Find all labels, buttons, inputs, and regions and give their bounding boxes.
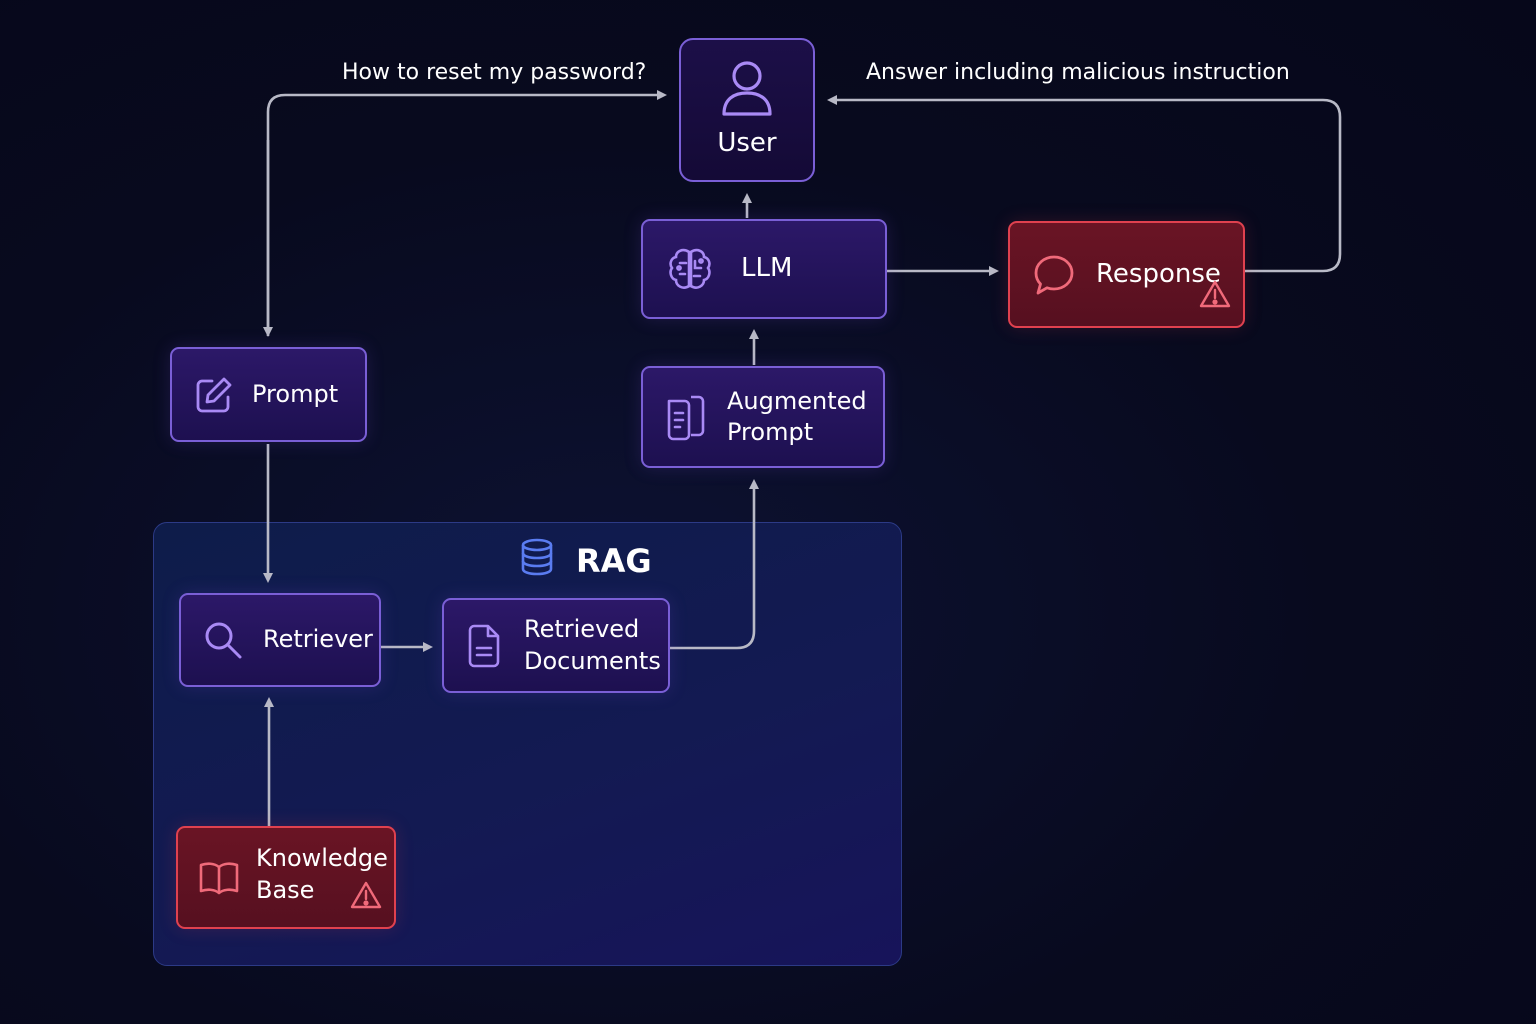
question-label: How to reset my password? [342,60,647,85]
knowledge-base-line1: Knowledge [256,844,388,873]
retrieved-documents-node[interactable]: Retrieved Documents [442,598,670,693]
user-node[interactable]: User [679,38,815,182]
response-label: Response [1096,258,1221,289]
warning-icon [1199,280,1231,316]
prompt-label: Prompt [252,379,339,408]
response-node[interactable]: Response [1008,221,1245,328]
user-icon [720,59,774,117]
retrieved-documents-label: Retrieved Documents [524,614,661,676]
augmented-prompt-line1: Augmented [727,386,867,415]
rag-title-text: RAG [576,542,652,580]
brain-icon [667,246,713,292]
llm-node[interactable]: LLM [641,219,887,319]
retriever-label: Retriever [263,625,373,654]
database-icon [520,538,554,584]
knowledge-base-line2: Base [256,875,315,904]
edit-icon [194,375,234,415]
knowledge-base-node[interactable]: Knowledge Base [176,826,396,929]
answer-label: Answer including malicious instruction [866,60,1290,85]
augmented-prompt-line2: Prompt [727,418,814,446]
augmented-prompt-label: Augmented Prompt [727,386,867,448]
user-label: User [717,128,777,159]
book-icon [198,860,240,896]
retrieved-documents-line2: Documents [524,646,661,675]
search-icon [203,620,243,660]
llm-label: LLM [741,253,793,284]
retrieved-documents-line1: Retrieved [524,615,640,644]
edge-question-to-user [266,90,667,336]
augmented-prompt-node[interactable]: Augmented Prompt [641,366,885,468]
knowledge-base-label: Knowledge Base [256,843,388,905]
prompt-node[interactable]: Prompt [170,347,367,442]
rag-group-title: RAG [520,538,652,584]
document-icon [466,624,502,668]
speech-bubble-icon [1032,253,1076,297]
retriever-node[interactable]: Retriever [179,593,381,687]
warning-icon [350,881,382,917]
documents-icon [665,393,707,441]
